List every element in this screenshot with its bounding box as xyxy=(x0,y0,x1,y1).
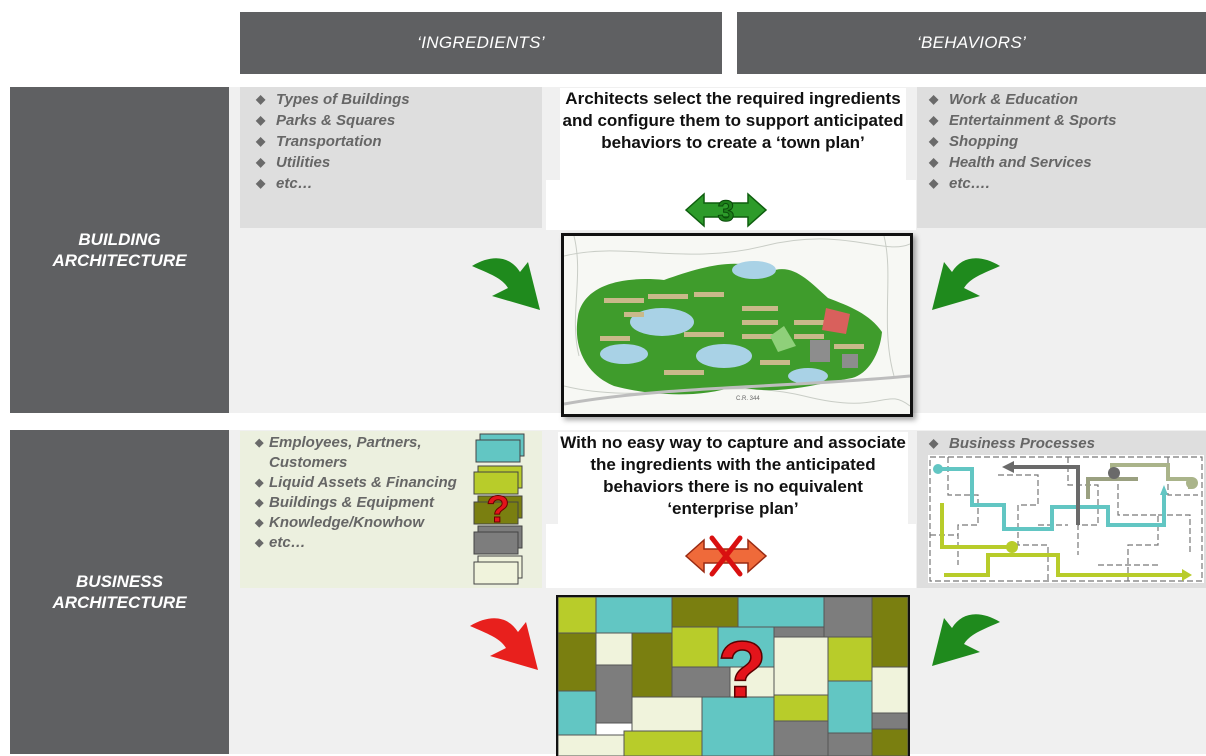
building-behaviors-box: ◆Work & Education ◆Entertainment & Sport… xyxy=(917,87,1206,228)
question-mark-large: ? xyxy=(718,625,767,714)
curved-arrow-left-icon xyxy=(472,258,540,310)
header-behaviors: ‘BEHAVIORS’ xyxy=(737,12,1206,74)
double-arrow-icon: 3 xyxy=(684,192,768,229)
building-label-line1: BUILDING xyxy=(78,230,161,249)
curved-arrow-right-icon xyxy=(932,258,1000,310)
business-process-diagram xyxy=(928,455,1204,583)
building-ingredients-box: ◆Types of Buildings ◆Parks & Squares ◆Tr… xyxy=(240,87,542,228)
list-item: ◆Utilities xyxy=(256,154,331,171)
list-item: ◆Buildings & Equipment xyxy=(255,494,434,511)
list-item: ◆etc… xyxy=(256,175,313,192)
list-item: ◆Entertainment & Sports xyxy=(929,112,1117,129)
list-item: ◆Types of Buildings xyxy=(256,91,410,108)
town-plan-drawing: C.R. 344 xyxy=(564,236,910,407)
list-item: ◆Transportation xyxy=(256,133,382,150)
list-item: ◆etc…. xyxy=(929,175,990,192)
header-ingredients-label: ‘INGREDIENTS’ xyxy=(417,33,545,52)
mosaic-drawing: ? xyxy=(558,597,908,756)
building-behaviors-list: ◆Work & Education ◆Entertainment & Sport… xyxy=(917,87,1206,194)
business-ingredients-list: ◆Employees, Partners, Customers ◆Liquid … xyxy=(240,431,490,553)
header-ingredients: ‘INGREDIENTS’ xyxy=(240,12,722,74)
enterprise-plan-mosaic: ? xyxy=(556,595,910,756)
crossed-double-arrow-icon xyxy=(684,535,768,577)
list-item: ◆Shopping xyxy=(929,133,1019,150)
business-center-text: With no easy way to capture and associat… xyxy=(558,432,908,526)
list-item: ◆Knowledge/Knowhow xyxy=(255,514,424,531)
building-center-text: Architects select the required ingredien… xyxy=(560,88,906,182)
header-behaviors-label: ‘BEHAVIORS’ xyxy=(916,33,1027,52)
business-label-line1: BUSINESS xyxy=(76,572,163,591)
list-item: ◆Business Processes xyxy=(929,435,1095,452)
list-item: ◆etc… xyxy=(255,534,306,551)
building-ingredients-list: ◆Types of Buildings ◆Parks & Squares ◆Tr… xyxy=(240,87,542,194)
arrow-number-3: 3 xyxy=(718,195,735,228)
list-item: ◆Parks & Squares xyxy=(256,112,396,129)
list-item: ◆Employees, Partners, Customers xyxy=(255,434,422,471)
list-item: ◆Health and Services xyxy=(929,154,1092,171)
curved-green-arrow-icon xyxy=(932,614,1000,666)
building-architecture-label: BUILDING ARCHITECTURE xyxy=(10,87,229,413)
business-architecture-label: BUSINESS ARCHITECTURE xyxy=(10,430,229,754)
question-mark-small: ? xyxy=(486,489,509,531)
town-plan-image: C.R. 344 xyxy=(561,233,913,417)
road-label: C.R. 344 xyxy=(736,396,760,402)
business-behaviors-list: ◆Business Processes xyxy=(917,431,1206,454)
curved-red-arrow-icon xyxy=(470,618,538,670)
resource-stack-icon: ? xyxy=(473,433,525,585)
list-item: ◆Liquid Assets & Financing xyxy=(255,474,457,491)
business-label-line2: ARCHITECTURE xyxy=(52,593,187,612)
building-label-line2: ARCHITECTURE xyxy=(52,251,187,270)
list-item: ◆Work & Education xyxy=(929,91,1078,108)
